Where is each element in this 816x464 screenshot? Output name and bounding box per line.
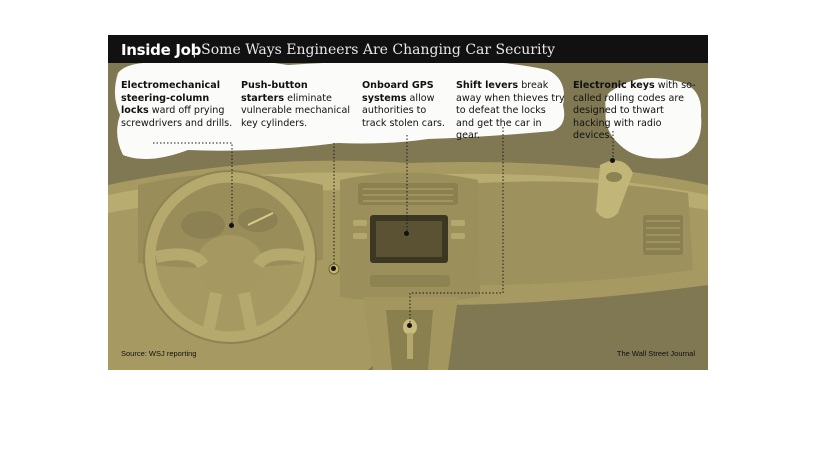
- page-subtitle: | Some Ways Engineers Are Changing Car S…: [192, 42, 555, 58]
- pointer-dot-key: [610, 158, 615, 163]
- page-title: Inside Job: [121, 41, 202, 59]
- infographic: Inside Job | Some Ways Engineers Are Cha…: [108, 35, 708, 370]
- source-note: Source: WSJ reporting: [121, 349, 197, 358]
- pointer-dot-shifter: [407, 323, 412, 328]
- callout-text: with so-called rolling codes are designe…: [573, 80, 696, 142]
- callout-text: ward off prying screwdrivers and drills.: [121, 105, 233, 129]
- callout-push-button: Push-button starters eliminate vulnerabl…: [241, 80, 353, 130]
- callout-text: break away when thieves try to defeat th…: [456, 80, 565, 142]
- callout-gps: Onboard GPS systems allow authorities to…: [362, 80, 452, 130]
- callout-title: Electronic keys: [573, 80, 655, 91]
- callout-title: Push-button starters: [241, 80, 308, 104]
- callout-title: Electromechanical steering-column locks: [121, 80, 221, 117]
- callout-text: eliminate vulnerable mechanical key cyli…: [241, 92, 350, 129]
- callout-title: Shift levers: [456, 80, 519, 91]
- dashboard-illustration: [108, 35, 708, 370]
- publisher-credit: The Wall Street Journal: [616, 349, 695, 358]
- header-bar: Inside Job | Some Ways Engineers Are Cha…: [108, 35, 708, 63]
- callout-steering-lock: Electromechanical steering-column locks …: [121, 80, 237, 130]
- callout-title: Onboard GPS systems: [362, 80, 434, 104]
- callout-shift-lever: Shift levers break away when thieves try…: [456, 80, 566, 143]
- pointer-dot-gps: [404, 231, 409, 236]
- callout-electronic-keys: Electronic keys with so-called rolling c…: [573, 80, 701, 143]
- pointer-dot-steering: [229, 223, 234, 228]
- callout-text: allow authorities to track stolen cars.: [362, 92, 445, 129]
- pointer-dot-starter: [331, 266, 336, 271]
